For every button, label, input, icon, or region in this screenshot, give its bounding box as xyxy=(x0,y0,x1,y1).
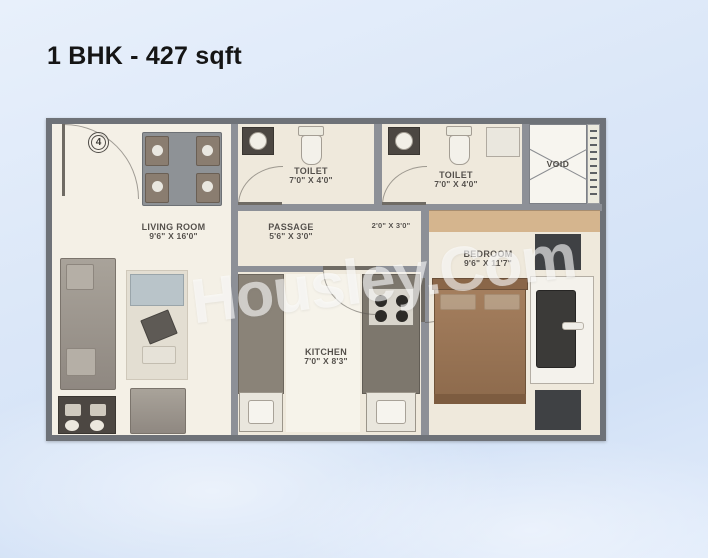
wall-living-right xyxy=(231,124,238,435)
wall-between-toilets xyxy=(374,124,382,210)
living-cabinet-item-4 xyxy=(90,420,104,431)
living-sofa-cushion-bottom xyxy=(66,348,96,376)
living-sofa-cushion-top xyxy=(66,264,94,290)
toilet-2-basin xyxy=(395,132,413,150)
kitchen-sink-bowl-left xyxy=(248,400,274,424)
dining-plate-4 xyxy=(202,181,213,192)
kitchen-door-leaf xyxy=(323,266,376,270)
wall-passage-kitchen xyxy=(231,266,323,272)
living-cabinet-item-2 xyxy=(90,404,106,416)
bedroom-door-leaf xyxy=(421,278,425,322)
living-rug-inner xyxy=(130,274,184,306)
kitchen-burner-3 xyxy=(375,310,387,322)
entry-door-leaf xyxy=(62,124,65,196)
toilet-2-shower-area xyxy=(486,127,520,157)
kitchen-sink-bowl-right xyxy=(376,400,406,424)
living-cabinet-item-1 xyxy=(65,404,81,416)
dining-plate-1 xyxy=(152,145,163,156)
kitchen-counter-left xyxy=(238,274,284,394)
bedroom-wardrobe-handle xyxy=(562,322,584,330)
void-hatch-strip xyxy=(587,124,600,204)
toilet-1-basin xyxy=(249,132,267,150)
wall-outer-top xyxy=(46,118,606,124)
kitchen-burner-1 xyxy=(375,295,387,307)
dining-plate-2 xyxy=(202,145,213,156)
bedroom-bed-headboard xyxy=(432,278,528,290)
void-area: VOID xyxy=(529,124,587,204)
toilet-1-door-leaf xyxy=(238,202,282,205)
living-armchair xyxy=(130,388,186,434)
wall-toilets-bottom xyxy=(231,204,529,211)
bedroom-pillow-right xyxy=(484,294,520,310)
bedroom-pillow-left xyxy=(440,294,476,310)
toilet-2-door-leaf xyxy=(382,202,426,205)
floor-plan: VOID 4 xyxy=(46,118,606,441)
wall-outer-bottom xyxy=(46,435,606,441)
wall-toilet2-right xyxy=(522,124,529,210)
plan-marker-label: 4 xyxy=(95,137,102,148)
plan-marker-4: 4 xyxy=(88,132,109,153)
bedroom-wall-panel xyxy=(429,210,600,232)
wall-void-bottom xyxy=(522,204,602,211)
bedroom-cabinet-bottom xyxy=(535,390,581,430)
living-decor-items xyxy=(142,346,176,364)
dining-plate-3 xyxy=(152,181,163,192)
wall-outer-right xyxy=(600,118,606,441)
toilet-1-wc xyxy=(301,135,322,165)
kitchen-burner-2 xyxy=(396,295,408,307)
wall-outer-left xyxy=(46,118,52,441)
bedroom-cabinet-top xyxy=(535,234,581,270)
bedroom-bed-foot xyxy=(434,394,526,404)
living-cabinet-item-3 xyxy=(65,420,79,431)
kitchen-burner-4 xyxy=(396,310,408,322)
wall-passage-kitchen-2 xyxy=(376,266,426,272)
kitchen-sink-unit-right xyxy=(366,392,416,432)
passage-floor xyxy=(235,210,425,270)
toilet-2-wc xyxy=(449,135,470,165)
page-title: 1 BHK - 427 sqft xyxy=(47,42,242,70)
void-label: VOID xyxy=(546,159,570,169)
